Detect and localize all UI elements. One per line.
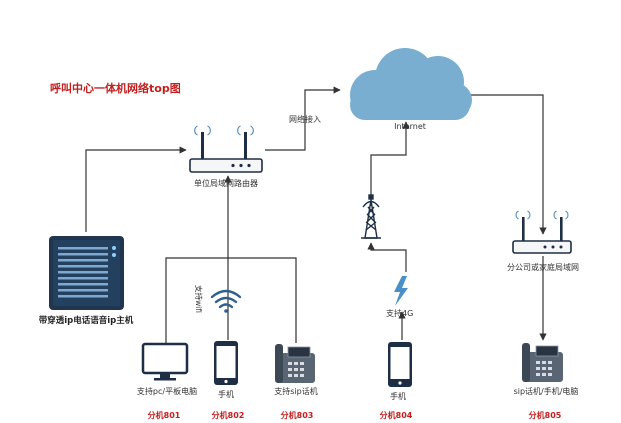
extension-801-label: 分机801 bbox=[147, 411, 181, 420]
device-phone-804-label: 手机 bbox=[390, 392, 406, 401]
device-phone-802-label: 手机 bbox=[218, 390, 234, 399]
edge-cloud-branch bbox=[470, 94, 547, 235]
device-sip-803-label: 支持sip话机 bbox=[274, 387, 318, 396]
wifi-label: 支持wifi bbox=[194, 285, 203, 313]
diagram-title: 呼叫中心一体机网络top图 bbox=[50, 82, 181, 95]
monitor-icon bbox=[141, 342, 189, 381]
extension-803-label: 分机803 bbox=[280, 411, 314, 420]
device-pc-label: 支持pc/平板电脑 bbox=[136, 387, 198, 396]
cloud-icon bbox=[350, 48, 472, 120]
mobile-phone-802-icon bbox=[214, 341, 238, 385]
router-icon bbox=[189, 125, 263, 173]
sip-phone-803-icon bbox=[275, 344, 315, 383]
wifi-icon bbox=[210, 289, 242, 313]
extension-804-label: 分机804 bbox=[379, 411, 413, 420]
edge-tower-internet bbox=[370, 121, 410, 206]
internet-label: Internet bbox=[394, 122, 426, 131]
edge-pc-router bbox=[165, 257, 297, 343]
router-label: 单位局域网路由器 bbox=[194, 179, 258, 188]
sip-phone-805-icon bbox=[522, 343, 563, 382]
host-label: 带穿透ip电话语音ip主机 bbox=[38, 316, 134, 326]
cellular-label: 支持4G bbox=[386, 309, 414, 318]
edge-router-internet bbox=[265, 86, 341, 151]
connectors bbox=[85, 86, 547, 343]
mobile-phone-804-icon bbox=[388, 342, 412, 387]
extension-802-label: 分机802 bbox=[211, 411, 245, 420]
edge-4g-tower bbox=[367, 242, 407, 272]
edge-host-router bbox=[85, 146, 187, 232]
branch-router-icon bbox=[512, 210, 572, 254]
cell-tower-icon bbox=[361, 194, 381, 239]
extension-805-label: 分机805 bbox=[528, 411, 562, 420]
server-host-icon bbox=[49, 236, 124, 310]
lightning-icon bbox=[394, 276, 408, 306]
uplink-label: 网络接入 bbox=[289, 115, 321, 124]
device-sip-805-label: sip话机/手机/电脑 bbox=[513, 387, 579, 396]
branch-router-label: 分公司或家庭局域网 bbox=[507, 263, 579, 272]
